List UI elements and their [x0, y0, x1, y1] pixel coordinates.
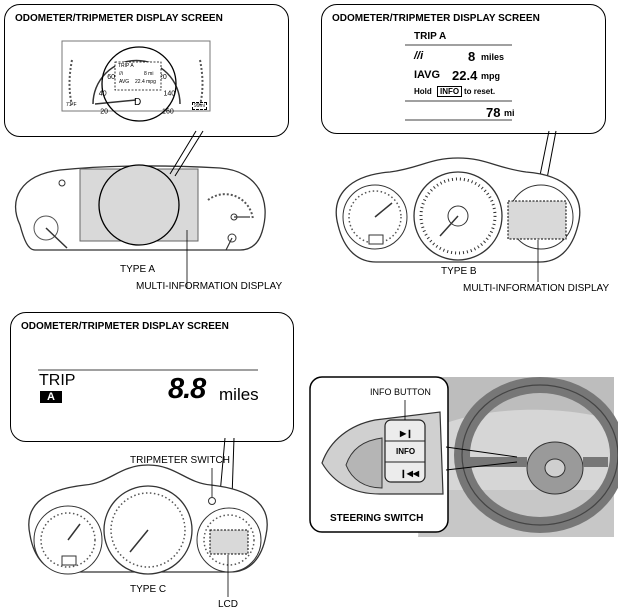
type-b-display-callout: ODOMETER/TRIPMETER DISPLAY SCREEN — [321, 4, 606, 134]
steering-wheel-rim-outline — [461, 384, 618, 526]
type-b-mid-label: MULTI-INFORMATION DISPLAY — [463, 283, 610, 294]
type-a-focus-circle — [101, 46, 177, 122]
type-a-label: TYPE A — [120, 264, 156, 275]
type-c-left-gauge-needle — [67, 523, 81, 541]
type-b-row2-unit: mpg — [481, 71, 500, 81]
type-a-right-lower-needle — [225, 237, 233, 251]
type-b-reset-prefix: Hold — [414, 87, 432, 96]
steering-callout-leader-upper — [445, 446, 518, 458]
type-b-callout-title: ODOMETER/TRIPMETER DISPLAY SCREEN — [332, 13, 540, 24]
type-b-left-gauge-window — [368, 234, 384, 245]
type-c-right-pod-scale — [203, 514, 255, 566]
next-track-icon: ▶❙ — [399, 429, 413, 439]
type-a-gear-indicator: D — [134, 97, 142, 108]
type-c-left-gauge-scale — [40, 512, 96, 568]
type-b-mid-screen — [507, 200, 567, 240]
type-a-callout-leader-left — [169, 130, 197, 175]
type-c-left-gauge-window — [61, 555, 77, 566]
type-b-row2-value: 22.4 — [452, 68, 478, 83]
info-button-key[interactable]: INFO — [396, 447, 416, 456]
tripmeter-switch-label: TRIPMETER SWITCH — [130, 455, 230, 466]
info-button-label: INFO BUTTON — [370, 387, 431, 397]
steering-switch-label: STEERING SWITCH — [330, 513, 424, 524]
steering-spoke-recess — [345, 437, 383, 489]
type-a-row2-value: 22.4 mpg — [135, 79, 156, 85]
type-b-speed-needle — [439, 215, 459, 237]
type-a-indicator-lamp — [58, 179, 66, 187]
type-b-row1-icon: //i — [414, 50, 424, 62]
type-b-trip-label: TRIP A — [414, 31, 447, 42]
type-c-tripmeter-switch-knob — [208, 497, 216, 505]
type-c-label: TYPE C — [130, 584, 167, 595]
type-a-left-bar-gauge — [68, 59, 73, 106]
type-a-left-reading: 71°F — [66, 102, 77, 108]
lcd-label: LCD — [218, 599, 239, 610]
type-a-speed-tick-label: 160 — [162, 109, 174, 116]
type-a-tripmeter-box — [114, 61, 162, 91]
type-a-row2-label: AVG — [119, 79, 130, 85]
type-a-speed-tick-label: 140 — [163, 90, 175, 97]
type-a-row1-icon: //i — [119, 71, 123, 77]
type-c-speedometer-scale — [110, 492, 186, 568]
type-b-range-unit: mi — [504, 108, 515, 118]
type-a-right-reading: 99mi — [192, 102, 207, 110]
type-b-row2-label: IAVG — [414, 69, 441, 81]
type-b-row1-unit: miles — [481, 52, 505, 62]
type-c-speed-needle — [129, 529, 149, 553]
type-a-callout-title: ODOMETER/TRIPMETER DISPLAY SCREEN — [15, 13, 223, 24]
type-c-trip-badge: A — [40, 391, 62, 403]
type-b-reset-suffix: to reset. — [464, 87, 496, 96]
type-c-trip-unit: miles — [219, 385, 259, 404]
type-b-speedometer-scale — [419, 177, 497, 255]
type-a-mid-label: MULTI-INFORMATION DISPLAY — [136, 281, 283, 292]
type-c-trip-label: TRIP — [39, 372, 76, 389]
type-a-right-upper-gauge — [207, 193, 254, 221]
type-b-left-gauge-needle — [374, 202, 393, 218]
type-c-lcd-screen — [209, 529, 249, 555]
type-b-reset-key: INFO — [437, 86, 463, 97]
type-c-trip-value: 8.8 — [168, 373, 206, 405]
type-a-right-bar-gauge — [199, 59, 204, 106]
steering-callout-leader-lower — [445, 461, 518, 471]
type-a-speed-tick-label: 60 — [107, 74, 115, 81]
steering-wheel-emblem — [544, 458, 566, 478]
type-a-speed-needle — [94, 99, 137, 105]
type-c-display-callout: ODOMETER/TRIPMETER DISPLAY SCREEN — [10, 312, 294, 442]
type-a-center-focus-circle — [98, 164, 180, 246]
type-b-row1-value: 8 — [468, 49, 476, 64]
type-a-speed-tick-label: 20 — [100, 109, 108, 116]
type-b-range-value: 78 — [486, 105, 501, 120]
type-a-trip-label: TRIP A — [118, 63, 134, 69]
type-a-left-gauge-needle — [45, 227, 68, 249]
type-b-label: TYPE B — [441, 266, 477, 277]
type-c-callout-title: ODOMETER/TRIPMETER DISPLAY SCREEN — [21, 321, 229, 332]
type-a-row1-value: 8 mi — [144, 71, 154, 77]
previous-track-icon: ❙◀◀ — [400, 469, 420, 479]
type-a-callout-leader-right — [174, 130, 204, 177]
